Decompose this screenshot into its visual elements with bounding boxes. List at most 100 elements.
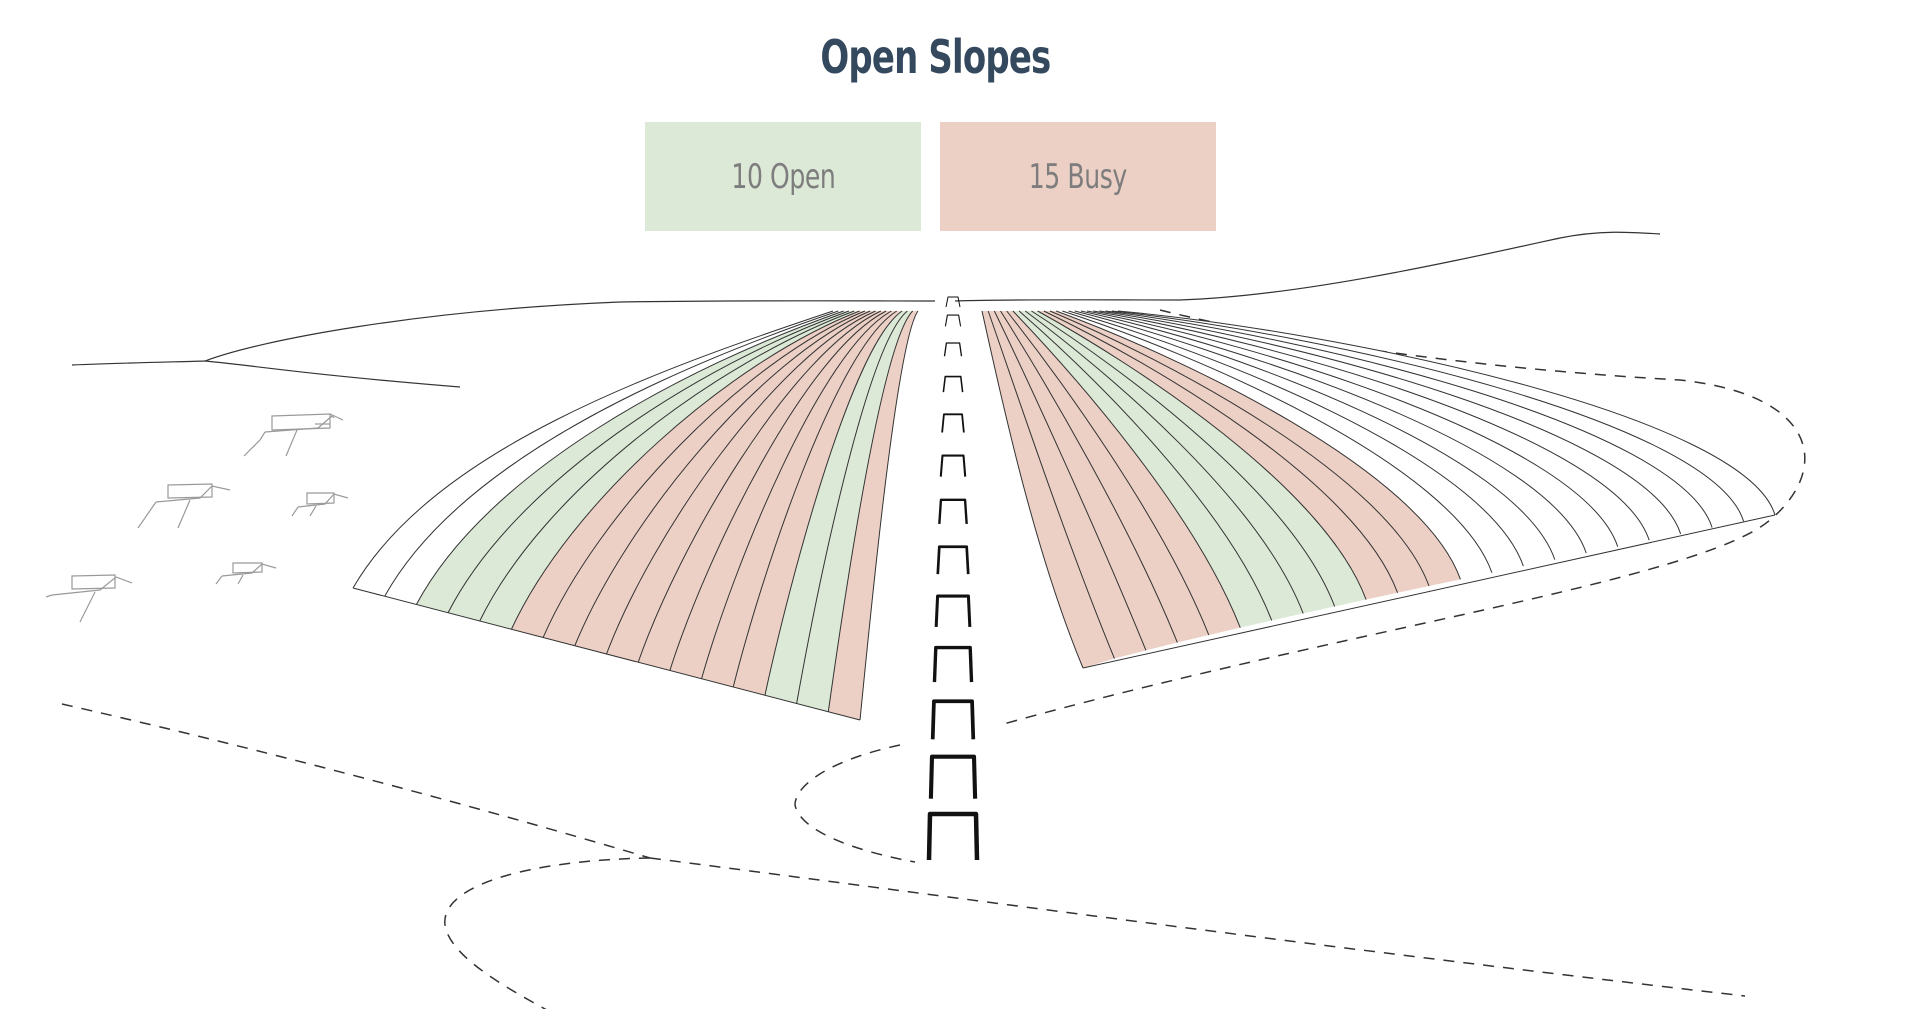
busy-slopes-label: 15 Busy [1028,156,1128,197]
slope-boundary [1099,310,1682,535]
slope-boundary [764,310,903,696]
slope-boundary [1117,310,1776,516]
slope-busy[interactable] [511,311,865,638]
slope-boundary [701,310,892,679]
slope-none[interactable] [353,311,839,597]
slope-boundary [987,310,1115,659]
slope-base-line [352,587,861,721]
ski-lift [926,296,980,861]
busy-slopes-filter[interactable]: 15 Busy [940,122,1216,231]
slope-boundary [1024,310,1304,614]
slope-boundary [1086,310,1619,547]
page-title: Open Slopes [820,30,1051,84]
slope-open[interactable] [448,311,855,621]
slope-boundary [384,310,839,597]
slope-boundary [1031,310,1336,607]
hut-group [45,413,349,623]
slope-busy[interactable] [638,311,887,671]
slope-busy[interactable] [1043,311,1429,593]
slope-boundary [669,310,887,671]
ski-lift-tower-icon[interactable] [941,413,965,433]
slope-boundary [1000,310,1178,643]
slope-open[interactable] [1019,311,1304,621]
ski-lift-tower-icon[interactable] [930,699,976,740]
slope-open[interactable] [796,311,913,712]
slope-none[interactable] [1056,311,1492,580]
right-slope-group [981,310,1776,669]
ski-lift-tower-icon[interactable] [938,498,968,525]
ski-lift-tower-icon[interactable] [944,314,962,327]
slope-boundary [510,310,860,630]
slope-busy[interactable] [543,311,871,646]
slope-open[interactable] [764,311,908,704]
slope-boundary [859,310,919,721]
mountain-hut-icon[interactable] [243,413,344,457]
ski-lift-tower-icon[interactable] [936,545,970,575]
slope-boundary [1056,310,1461,580]
ski-lift-tower-icon[interactable] [934,594,972,627]
slope-boundary [1018,310,1273,621]
ski-lift-tower-icon[interactable] [932,645,974,683]
trail-paths [61,309,1806,1009]
slope-busy[interactable] [1006,311,1241,636]
slope-busy[interactable] [669,311,892,679]
slope-none[interactable] [384,311,844,605]
slope-boundary [1093,310,1650,541]
ski-lift-tower-icon[interactable] [942,375,964,393]
slope-boundary [606,310,876,655]
slope-boundary [1080,310,1587,554]
slope-base-line [1082,514,1776,669]
mountain-hut-icon[interactable] [137,483,231,529]
ski-lift-tower-icon[interactable] [928,754,978,799]
slope-boundary [574,310,871,646]
slope-boundary [637,310,882,663]
slope-busy[interactable] [994,311,1178,651]
slope-boundary [993,310,1147,651]
slope-boundary [1006,310,1210,636]
ski-lift-tower-icon[interactable] [939,454,967,477]
slope-open[interactable] [1031,311,1367,607]
slope-boundary [447,310,850,613]
slope-boundary [981,310,1084,669]
slope-boundary [542,310,866,638]
slope-busy[interactable] [828,311,918,720]
slope-boundary [479,310,855,622]
slope-boundary [1068,310,1524,567]
slope-open[interactable] [1025,311,1335,614]
slope-busy[interactable] [1050,311,1461,587]
slope-busy[interactable] [701,311,897,687]
mountain-hut-icon[interactable] [291,492,349,517]
slope-busy[interactable] [574,311,876,654]
ski-lift-tower-icon[interactable] [945,296,961,308]
mountain-ridge [71,231,1661,388]
slope-boundary [352,310,834,589]
slope-open[interactable] [479,311,860,630]
slope-boundary [1012,310,1241,628]
open-slopes-label: 10 Open [730,156,836,197]
slope-boundary [1062,310,1493,573]
slope-boundary [1074,310,1556,560]
slope-boundary [827,310,914,712]
slope-busy[interactable] [1000,311,1209,643]
slope-boundary [415,310,844,605]
slope-busy[interactable] [988,311,1146,659]
slope-boundary [1043,310,1399,593]
left-slope-group [352,310,919,721]
slope-busy[interactable] [1037,311,1398,600]
slope-boundary [1049,310,1430,587]
slope-boundary [732,310,898,688]
slope-open[interactable] [416,311,849,613]
slope-boundary [796,310,908,704]
slope-open[interactable] [1012,311,1272,628]
slope-boundary [1111,310,1745,522]
mountain-hut-icon[interactable] [45,574,133,623]
ski-lift-tower-icon[interactable] [943,342,963,357]
ski-lift-tower-icon[interactable] [926,811,980,861]
mountain-hut-icon[interactable] [215,562,277,585]
slope-busy[interactable] [982,311,1115,668]
slope-boundary [1037,310,1367,600]
slope-boundary [1105,310,1713,528]
open-slopes-filter[interactable]: 10 Open [645,122,921,231]
slope-busy[interactable] [733,311,903,696]
